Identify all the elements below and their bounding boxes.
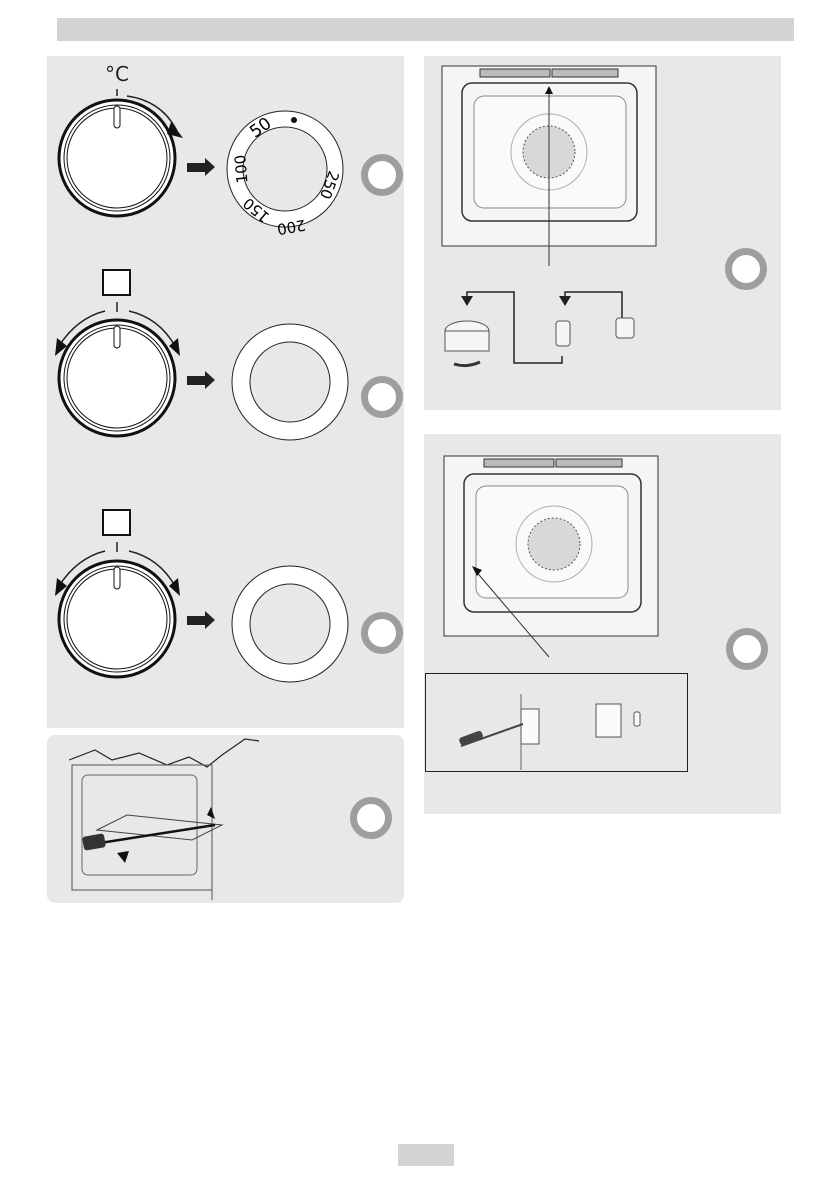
panel-control-knobs: °C 50 100 150 200 250 (47, 56, 404, 728)
oven-grill-illustration-icon (68, 738, 260, 900)
screwdriver-lamp-cover-icon (459, 694, 641, 770)
step-marker-4 (350, 797, 392, 839)
panel-lamp-replacement-top (424, 56, 781, 410)
step-marker-1 (361, 154, 403, 196)
header-bar (57, 18, 794, 41)
oven-cavity-side-lamp-illustration-icon (443, 455, 659, 658)
function-knob-a-icon (55, 269, 349, 441)
celsius-label: °C (105, 62, 129, 86)
step-marker-3 (361, 612, 403, 654)
step-marker-5 (725, 248, 767, 290)
lamp-cover-detail-inset (425, 673, 688, 772)
function-knob-b-icon (55, 509, 349, 683)
temperature-knob-icon (57, 89, 344, 228)
step-marker-2 (361, 376, 403, 418)
panel-grill-element (47, 735, 404, 903)
step-marker-6 (726, 628, 768, 670)
page-number-box (398, 1144, 454, 1166)
oven-cavity-illustration-icon (441, 65, 657, 368)
